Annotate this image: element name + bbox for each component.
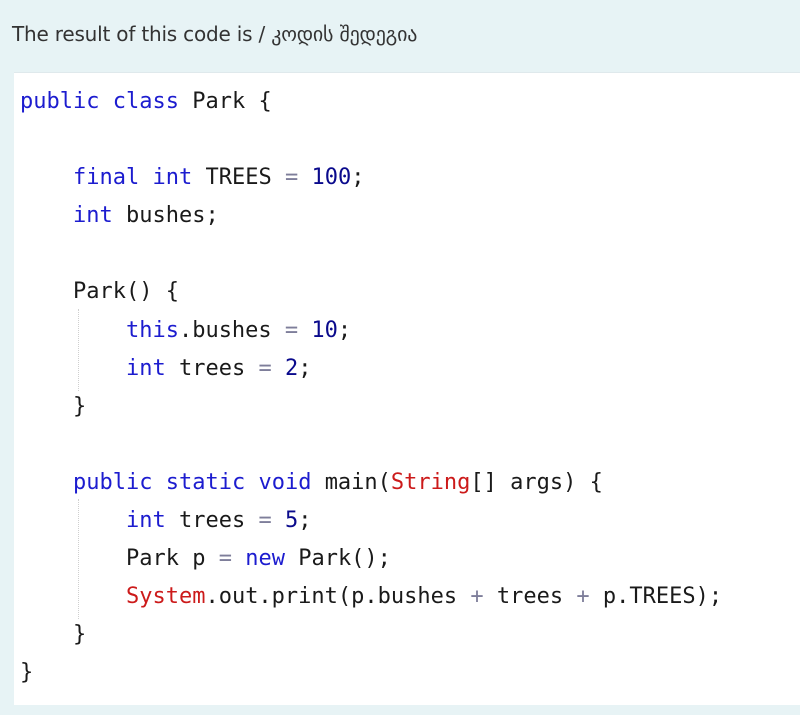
code-keyword: int <box>125 355 166 381</box>
code-keyword: int <box>152 165 193 191</box>
code-line-10 <box>20 426 722 464</box>
code-line-9: } <box>20 388 722 426</box>
indent-guide <box>78 499 79 619</box>
code-line-13: Park p = new Park(); <box>20 540 722 578</box>
code-identifier: trees <box>496 584 564 610</box>
code-line-5 <box>20 235 722 273</box>
code-identifier: [] args) { <box>470 469 603 495</box>
code-operator: = <box>218 546 232 572</box>
code-identifier: .out.print(p.bushes <box>205 584 458 610</box>
indent-guide <box>78 309 79 391</box>
code-operator: = <box>258 508 272 534</box>
code-punctuation: } <box>72 622 87 648</box>
code-number: 2 <box>284 355 299 381</box>
code-line-4: int bushes; <box>20 197 722 235</box>
code-keyword: this <box>125 317 179 343</box>
code-operator: = <box>284 165 299 191</box>
code-class-name: String <box>390 469 471 495</box>
question-text: The result of this code is / კოდის შედეგ… <box>12 22 418 46</box>
code-punctuation: ; <box>337 317 352 343</box>
code-operator: + <box>576 584 590 610</box>
code-keyword: int <box>72 203 113 229</box>
code-line-6: Park() { <box>20 273 722 311</box>
code-line-8: int trees = 2; <box>20 350 722 388</box>
code-keyword: static <box>165 469 246 495</box>
code-keyword: int <box>125 508 166 534</box>
code-punctuation: ; <box>298 355 312 381</box>
code-keyword: final <box>72 165 140 191</box>
code-identifier: .bushes <box>178 317 272 343</box>
code-identifier: Park <box>192 89 246 114</box>
code-line-12: int trees = 5; <box>20 502 722 540</box>
code-identifier: main( <box>324 469 391 495</box>
code-number: 5 <box>284 508 299 534</box>
code-identifier: TREES <box>205 165 272 191</box>
code-line-7: this.bushes = 10; <box>20 312 722 350</box>
code-class-name: System <box>125 584 206 610</box>
code-keyword: new <box>245 546 285 572</box>
code-line-11: public static void main(String[] args) { <box>20 464 722 502</box>
code-keyword: class <box>112 89 179 114</box>
code-punctuation: } <box>72 393 87 419</box>
code-operator: = <box>284 317 299 343</box>
code-identifier: Park p <box>125 546 206 572</box>
code-lines: public class Park { final int TREES = 10… <box>20 83 722 693</box>
code-number: 10 <box>311 317 338 343</box>
code-operator: + <box>470 584 484 610</box>
code-number: 100 <box>311 165 352 191</box>
code-line-16: } <box>20 654 722 692</box>
code-line-15: } <box>20 616 722 654</box>
code-identifier: trees <box>178 355 246 381</box>
code-identifier: Park(); <box>298 546 391 572</box>
code-punctuation: ; <box>298 508 312 534</box>
code-identifier: trees <box>178 508 246 534</box>
code-line-14: System.out.print(p.bushes + trees + p.TR… <box>20 578 722 616</box>
code-keyword: void <box>258 469 312 495</box>
code-punctuation: } <box>20 660 34 686</box>
code-line-2 <box>20 121 722 159</box>
code-line-1: public class Park { <box>20 83 722 121</box>
code-keyword: public <box>72 469 153 495</box>
code-keyword: public <box>20 89 100 114</box>
code-punctuation: { <box>258 89 272 114</box>
code-block: public class Park { final int TREES = 10… <box>14 72 800 705</box>
code-punctuation: ; <box>351 165 365 191</box>
code-identifier: p.TREES); <box>602 584 723 610</box>
code-identifier: bushes; <box>125 203 219 229</box>
code-identifier: Park() { <box>72 279 179 305</box>
code-operator: = <box>258 355 272 381</box>
code-line-3: final int TREES = 100; <box>20 159 722 197</box>
